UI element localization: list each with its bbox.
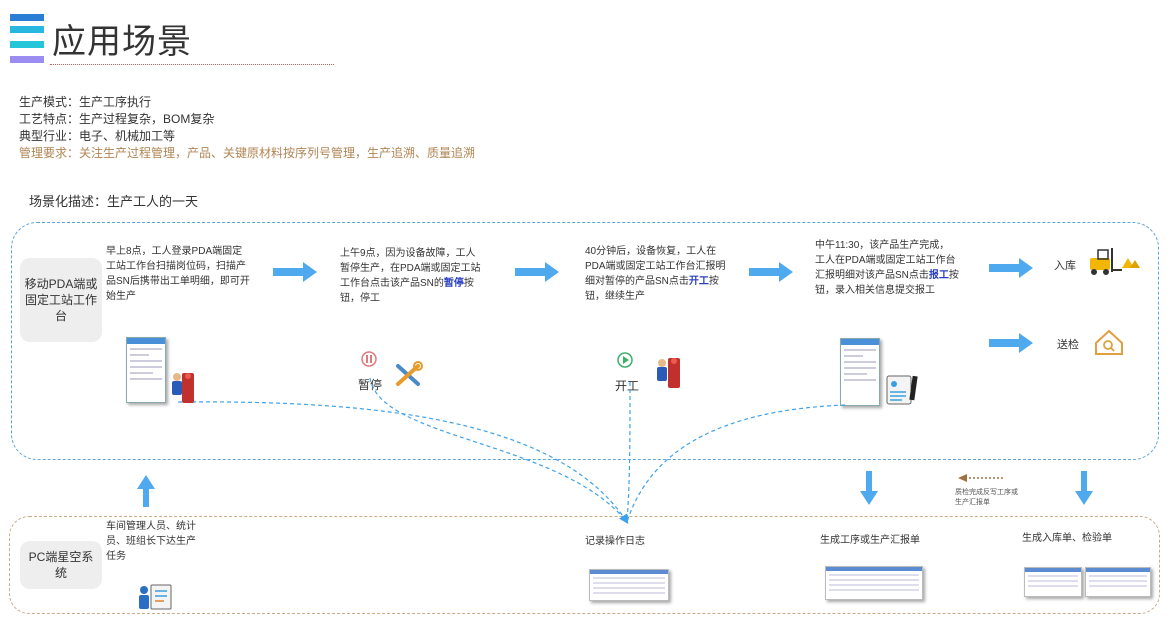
flow-arrow-inspect [989,333,1033,353]
worker-icon-1 [172,373,194,403]
play-icon [617,352,633,368]
flow-arrow-3 [749,262,793,282]
step-3-text: 40分钟后，设备恢复，工人在PDA端或固定工站工作台汇报明细对暂停的产品SN点击… [585,246,726,302]
forklift-icon [1090,248,1140,275]
log-label: 记录操作日志 [585,536,645,547]
flow-arrow-warehouse [989,258,1033,278]
pause-label: 暂停 [358,378,383,392]
inbound-screenshot [1024,567,1082,597]
log-curve-3 [626,381,631,523]
logo-bar-4 [10,56,44,63]
info-mode: 生产模式：生产工序执行 [19,95,152,109]
title-underline [50,64,334,65]
mobile-lane-label: 移动PDA端或固定工站工作台 [20,258,102,342]
inspect-label: 送检 [1057,339,1079,351]
inspection-screenshot [1085,567,1151,597]
report-form-icon [886,375,918,405]
info-process: 工艺特点：生产过程复杂，BOM复杂 [19,112,215,126]
down-arrow-report [860,471,878,505]
manager-icon [139,584,172,610]
tools-icon [396,361,423,386]
flow-arrow-2 [515,262,559,282]
report-screenshot [825,566,923,600]
info-requirement: 管理要求：关注生产过程管理，产品、关键原材料按序列号管理，生产追溯、质量追溯 [19,146,476,160]
logo-bar-2 [10,26,44,33]
log-screenshot [589,569,669,601]
report-keyword: 报工 [928,270,949,281]
flow-arrow-1 [273,262,317,282]
pause-keyword: 暂停 [443,278,464,289]
pause-icon [361,351,377,367]
feedback-arrow [958,474,1003,482]
up-arrow [137,475,155,507]
logo-bar-1 [10,14,44,21]
info-industry: 典型行业：电子、机械加工等 [19,129,176,143]
step-2-text: 上午9点，因为设备故障，工人暂停生产，在PDA端或固定工站工作台点击该产品SN的… [340,248,481,304]
worker-icon-2 [657,358,680,388]
pc-lane-label: PC端星空系统 [20,541,102,589]
page-title: 应用场景 [52,23,192,61]
start-label: 开工 [615,379,640,393]
pda-screenshot-1 [126,337,166,403]
feedback-note: 质检完成反写工序或生产汇报单 [955,489,1018,506]
step-4-text: 中午11:30，该产品生产完成，工人在PDA端或固定工站工作台汇报明细对该产品S… [815,240,959,296]
scenario-subtitle: 场景化描述：生产工人的一天 [29,194,199,209]
logo-bar-3 [10,41,44,48]
down-arrow-inbound [1075,471,1093,505]
inspection-icon [1095,329,1123,355]
start-keyword: 开工 [688,276,709,287]
inbound-doc-label: 生成入库单、检验单 [1022,533,1112,544]
log-curve-4 [626,404,846,523]
task-text: 车间管理人员、统计员、班组长下达生产任务 [106,521,196,562]
step-1-text: 早上8点，工人登录PDA端固定工站工作台扫描岗位码，扫描产品SN后携带出工单明细… [106,246,250,302]
warehouse-label: 入库 [1054,260,1076,272]
log-curve-1 [177,401,629,525]
pda-screenshot-2 [840,338,880,406]
log-curve-2 [369,377,628,523]
mobile-lane [11,222,1159,460]
report-doc-label: 生成工序或生产汇报单 [820,535,920,546]
pc-lane [9,516,1160,614]
